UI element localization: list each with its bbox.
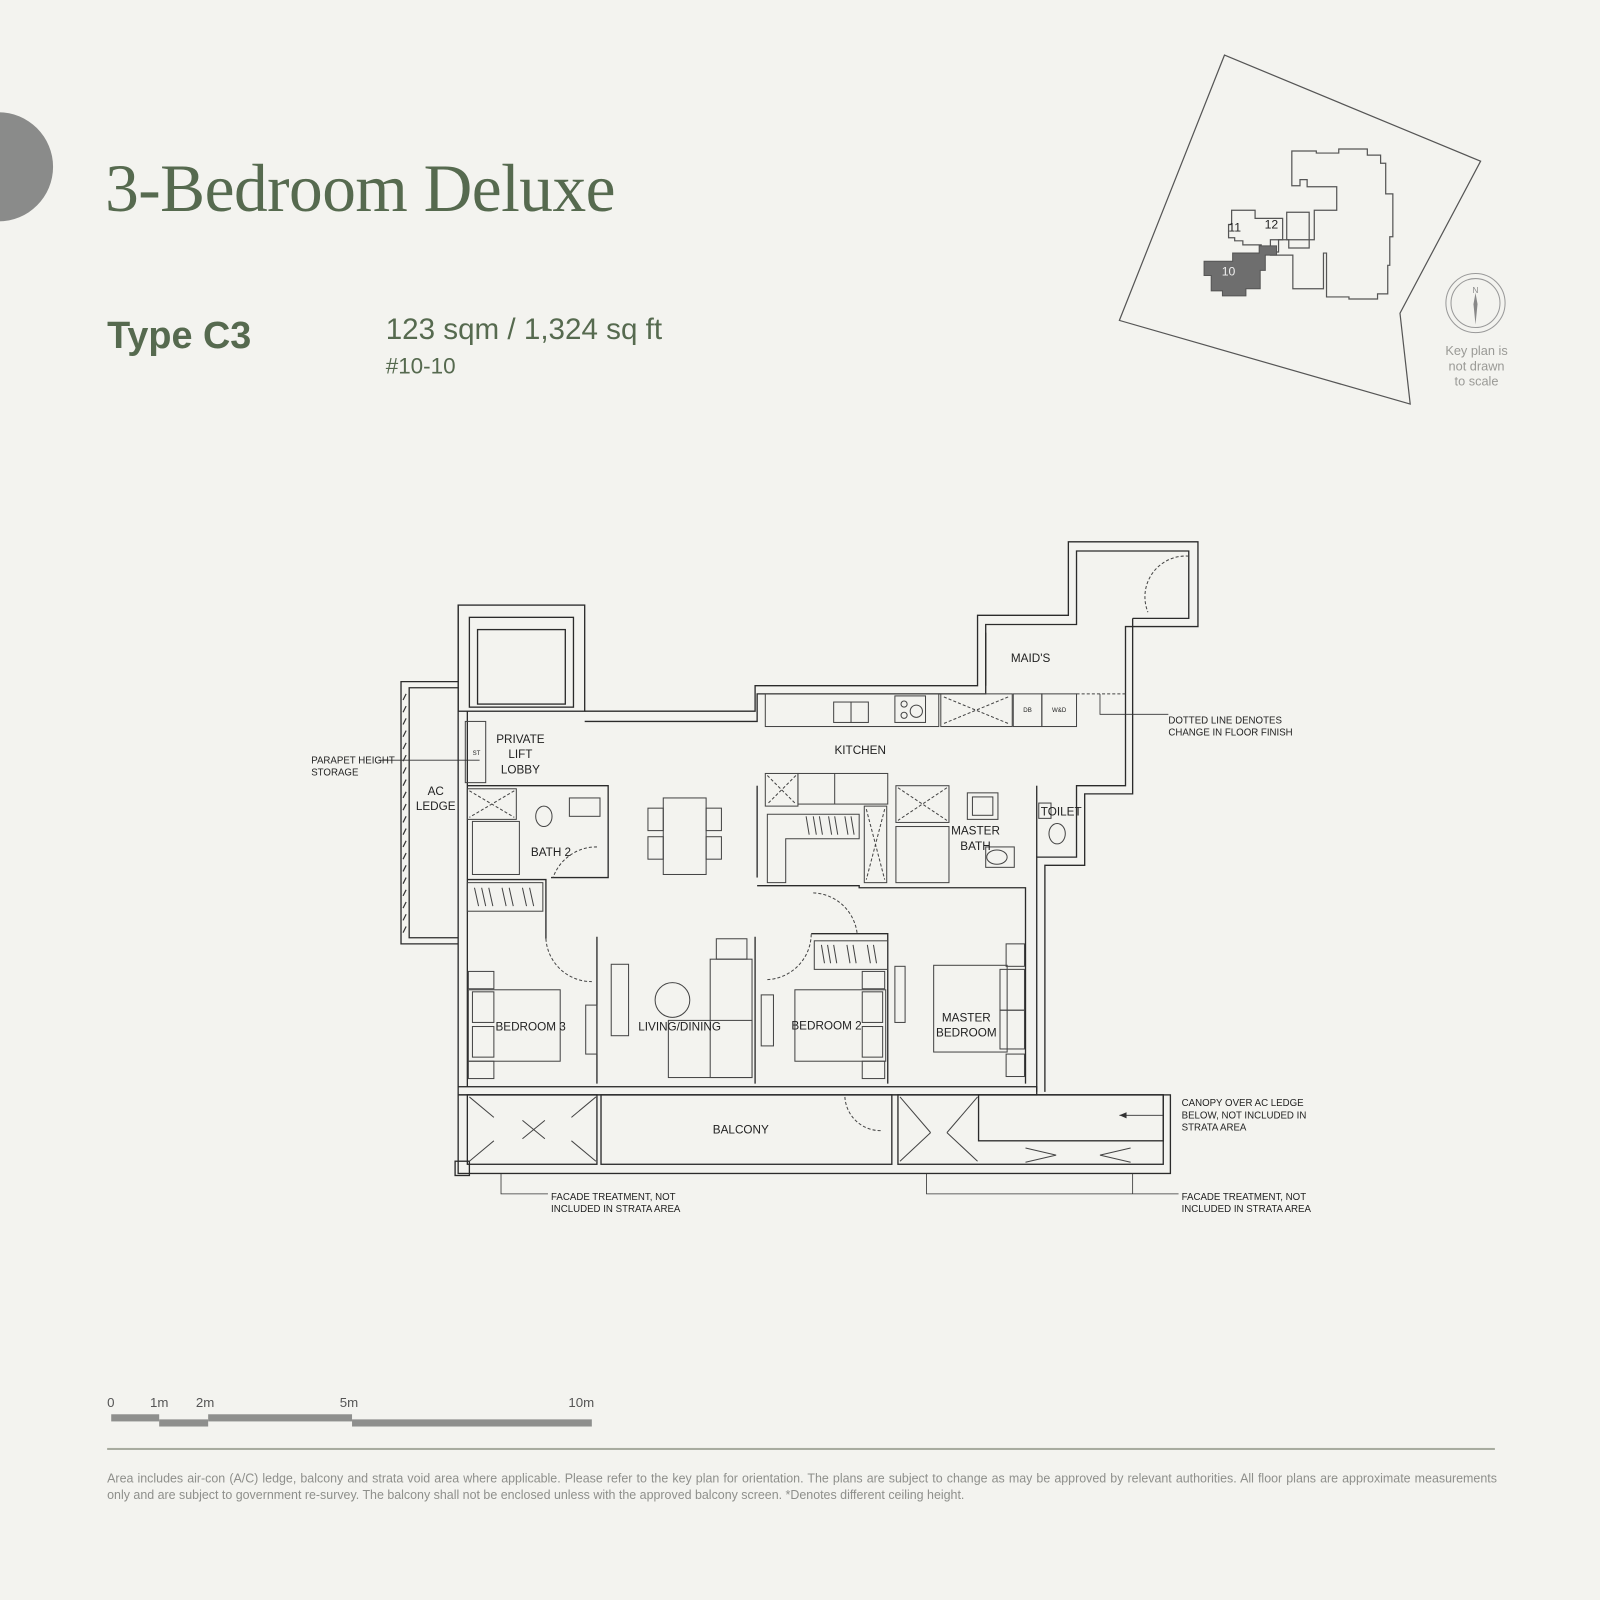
block-10-highlighted — [1203, 245, 1278, 297]
room-label-lift-lobby: LIFT — [508, 748, 532, 761]
key-plan-note-line: not drawn — [1448, 359, 1505, 374]
room-label-bedroom-3: BEDROOM 3 — [495, 1021, 565, 1034]
block-11-outline — [1227, 209, 1284, 253]
annotation-canopy: STRATA AREA — [1182, 1123, 1247, 1134]
annotation-dotted-line: DOTTED LINE DENOTES — [1168, 715, 1282, 726]
annotations: PARAPET HEIGHT STORAGE DOTTED LINE DENOT… — [311, 715, 1311, 1215]
annotation-dotted-line: CHANGE IN FLOOR FINISH — [1168, 728, 1292, 739]
scale-bar — [111, 1414, 592, 1427]
room-label-lift-lobby: PRIVATE — [496, 733, 545, 746]
footer-divider — [107, 1447, 1495, 1450]
fixtures — [378, 555, 1189, 1195]
scale-label: 0 — [107, 1394, 115, 1411]
room-label-master-bedroom: MASTER — [942, 1011, 991, 1024]
room-label-living-dining: LIVING/DINING — [638, 1021, 721, 1034]
room-label-master-bedroom: BEDROOM — [936, 1027, 997, 1040]
scale-bar-segment — [159, 1419, 209, 1427]
room-label-lift-lobby: LOBBY — [501, 763, 540, 776]
scale-bar-segment — [111, 1414, 160, 1422]
block-12-outline — [1286, 211, 1310, 249]
annotation-canopy: BELOW, NOT INCLUDED IN — [1182, 1110, 1307, 1121]
scale-label: 10m — [568, 1394, 595, 1411]
room-label-bath-2: BATH 2 — [531, 846, 571, 859]
room-label-kitchen: KITCHEN — [834, 744, 885, 757]
scale-bar-segment — [208, 1414, 353, 1422]
unit-area: 123 sqm / 1,324 sq ft — [385, 313, 663, 346]
key-plan-note-line: to scale — [1454, 374, 1499, 389]
room-label-master-bath: BATH — [960, 840, 990, 853]
annotation-facade-left: FACADE TREATMENT, NOT — [551, 1192, 676, 1203]
unit-type: Type C3 — [107, 314, 252, 357]
walls — [400, 541, 1199, 1177]
wd-tag: W&D — [1052, 707, 1067, 714]
room-labels: PRIVATE LIFT LOBBY KITCHEN MAID'S AC LED… — [416, 652, 1082, 1136]
annotation-facade-right: INCLUDED IN STRATA AREA — [1182, 1204, 1312, 1215]
annotation-facade-left: INCLUDED IN STRATA AREA — [551, 1204, 681, 1215]
scale-label: 5m — [339, 1394, 359, 1411]
room-label-ac-ledge: AC — [428, 785, 445, 798]
block-12-label: 12 — [1265, 218, 1279, 232]
room-label-balcony: BALCONY — [713, 1124, 769, 1137]
annotation-parapet: STORAGE — [311, 768, 359, 779]
compass-icon: N — [1445, 272, 1506, 334]
room-label-master-bath: MASTER — [951, 825, 1000, 838]
db-tag: DB — [1023, 707, 1032, 714]
compass-north-label: N — [1473, 286, 1479, 295]
scale-label: 1m — [149, 1394, 169, 1411]
room-label-toilet: TOILET — [1041, 805, 1082, 818]
page-title: 3-Bedroom Deluxe — [105, 152, 615, 227]
annotation-parapet: PARAPET HEIGHT — [311, 755, 395, 766]
scale-bar-segment — [352, 1419, 592, 1427]
block-10-label: 10 — [1222, 265, 1236, 279]
annotation-facade-right: FACADE TREATMENT, NOT — [1182, 1192, 1307, 1203]
key-plan-note: Key plan is not drawn to scale — [1434, 344, 1520, 390]
footer-disclaimer: Area includes air-con (A/C) ledge, balco… — [107, 1471, 1497, 1503]
storage-tag: ST — [473, 750, 481, 757]
room-label-maids: MAID'S — [1011, 652, 1051, 665]
block-main-outline — [1269, 148, 1394, 300]
key-plan-note-line: Key plan is — [1445, 343, 1508, 359]
scale-label: 2m — [195, 1394, 215, 1411]
site-boundary — [1118, 54, 1482, 405]
block-11-label: 11 — [1228, 221, 1241, 235]
room-label-bedroom-2: BEDROOM 2 — [791, 1020, 861, 1033]
unit-number: #10-10 — [385, 353, 456, 379]
annotation-canopy: CANOPY OVER AC LEDGE — [1182, 1098, 1305, 1109]
room-label-ac-ledge: LEDGE — [416, 800, 456, 813]
